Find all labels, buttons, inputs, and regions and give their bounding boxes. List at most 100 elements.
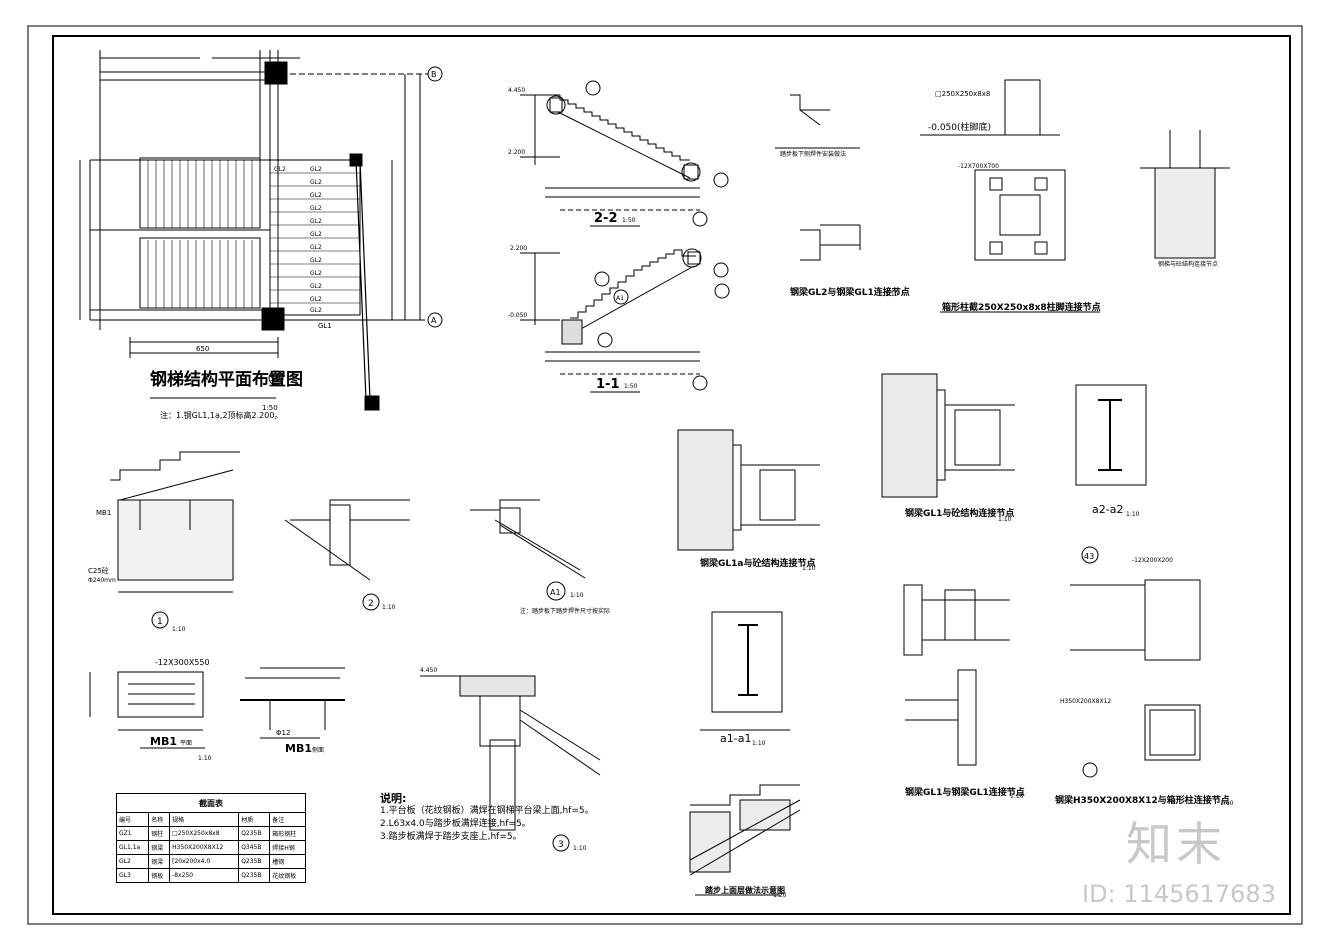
a1-title: a1-a1 bbox=[720, 732, 751, 745]
column-base-col: □250X250x8x8 bbox=[935, 90, 990, 98]
plan-bottom-dim: 650 bbox=[196, 345, 209, 353]
table-cell: 钢梁 bbox=[148, 840, 171, 855]
detail-2-scale: 1:10 bbox=[382, 604, 396, 611]
plan-beam-label: GL2 bbox=[310, 231, 322, 238]
plan-beam-label: GL2 bbox=[310, 205, 322, 212]
gl1-concrete-title: 钢梁GL1与砼结构连接节点 bbox=[905, 507, 1014, 519]
gl2-gl1-scale: 1:10 bbox=[885, 291, 899, 298]
table-cell: GL1,1a bbox=[115, 840, 150, 855]
outer-frame bbox=[27, 25, 1303, 925]
gl1-concrete-scale: 1:10 bbox=[998, 516, 1012, 523]
stair-surface-detail bbox=[689, 784, 801, 896]
plan-detail-ref: 50 bbox=[270, 374, 280, 383]
table-cell: GL2 bbox=[115, 854, 150, 869]
table-cell: GL3 bbox=[115, 868, 150, 883]
column-base-detail bbox=[920, 79, 1100, 313]
table-header: 名称 bbox=[148, 812, 171, 827]
table-header: 材质 bbox=[238, 812, 271, 827]
gl1-gl1-scale: 1:10 bbox=[1010, 793, 1024, 800]
h350-plate: -12X200X200 bbox=[1132, 557, 1173, 564]
table-row: GL2 钢梁 [20x200x4.0 Q235B 槽钢 bbox=[115, 854, 306, 869]
h350-label: H350X200X8X12 bbox=[1060, 698, 1111, 705]
detail-a1-scale: 1:10 bbox=[570, 592, 584, 599]
gl1a-scale: 1:10 bbox=[802, 565, 816, 572]
table-cell: GZ1 bbox=[115, 826, 150, 841]
column-base-elev: -0.050(柱脚底) bbox=[928, 121, 991, 133]
plan-gl1-label: GL1 bbox=[318, 322, 332, 330]
detail-1 bbox=[110, 451, 240, 629]
detail-2-num: 2 bbox=[368, 599, 374, 609]
plan-note: 注：1.钢GL1,1a,2顶标高2.200。 bbox=[160, 410, 282, 420]
table-row: GL1,1a 钢梁 H350X200X8X12 Q345B 焊接H钢 bbox=[115, 840, 306, 855]
mb1-side-bar: Φ12 bbox=[276, 729, 290, 737]
watermark-logo: 知末 bbox=[1126, 817, 1226, 871]
section-2-2-elev-top: 4.450 bbox=[508, 87, 525, 94]
plan-beam-label: GL2 bbox=[274, 166, 286, 173]
gl1-concrete-detail bbox=[881, 373, 1015, 498]
section-1-1-elev-top: 2.200 bbox=[510, 245, 527, 252]
detail-1-label: Φ240mm bbox=[88, 577, 116, 584]
gl2-gl1-title: 钢梁GL2与钢梁GL1连接节点 bbox=[790, 286, 910, 298]
column-base-plate: -12X700X700 bbox=[958, 163, 999, 170]
plan-beam-label: GL2 bbox=[310, 270, 322, 277]
table-cell: -8x250 bbox=[169, 868, 240, 883]
table-cell: H350X200X8X12 bbox=[169, 840, 240, 855]
section-table: 截面表 编号 名称 规格 材质 备注 GZ1 钢柱 □250X250x8x8 Q… bbox=[115, 793, 306, 883]
section-2-2-scale: 1:50 bbox=[622, 217, 636, 224]
detail-1-label: MB1 bbox=[96, 509, 111, 517]
table-cell: Q235B bbox=[238, 854, 271, 869]
stair-surface-scale: 1:20 bbox=[773, 892, 787, 899]
table-cell: 花纹钢板 bbox=[269, 868, 306, 883]
plan-axis-b: B bbox=[431, 70, 437, 79]
notes-block: 说明: 1.平台板（花纹钢板）满焊在钢梯平台梁上面,hf=5。 2.L63x4.… bbox=[380, 792, 594, 844]
detail-1-num: 1 bbox=[157, 617, 163, 627]
table-cell: 钢梁 bbox=[148, 854, 171, 869]
table-cell: □250X250x8x8 bbox=[169, 826, 240, 841]
section-1-1-scale: 1:50 bbox=[624, 383, 638, 390]
plan-beam-label: GL2 bbox=[310, 296, 322, 303]
table-header: 编号 bbox=[115, 812, 150, 827]
plan-beam-label: GL2 bbox=[310, 218, 322, 225]
mb1-plate: -12X300X550 bbox=[155, 658, 210, 667]
table-cell: 箱形钢柱 bbox=[269, 826, 306, 841]
h350-scale: 1:10 bbox=[1220, 800, 1234, 807]
h350-detail bbox=[1070, 546, 1201, 778]
table-row: GZ1 钢柱 □250X250x8x8 Q235B 箱形钢柱 bbox=[115, 826, 306, 841]
right-concrete-detail bbox=[1140, 130, 1230, 259]
a2-title: a2-a2 bbox=[1092, 503, 1123, 516]
table-cell: 钢板 bbox=[148, 868, 171, 883]
mb1-side bbox=[240, 667, 345, 739]
table-cell: Q345B bbox=[238, 840, 271, 855]
detail-3-num: 3 bbox=[558, 840, 564, 850]
section-1-1-title: 1-1 bbox=[596, 377, 620, 392]
table-row: 编号 名称 规格 材质 备注 bbox=[115, 812, 306, 827]
notes-line: 1.平台板（花纹钢板）满焊在钢梯平台梁上面,hf=5。 bbox=[380, 806, 594, 816]
stair-weld-detail bbox=[775, 94, 861, 261]
stair-weld-title: 踏步板下侧焊件安装做法 bbox=[780, 150, 846, 158]
mb1-scale: 1:10 bbox=[198, 755, 212, 762]
a2-detail bbox=[1075, 384, 1147, 486]
a1-scale: 1:10 bbox=[752, 740, 766, 747]
detail-a1-num: A1 bbox=[550, 588, 561, 597]
plan-beam-label: GL2 bbox=[310, 179, 322, 186]
stair-surface-title: 踏步上面层做法示意图 bbox=[705, 885, 785, 895]
gl1a-title: 钢梁GL1a与砼结构连接节点 bbox=[700, 557, 815, 569]
section-table-title: 截面表 bbox=[116, 793, 306, 813]
detail-a1-note: 注：踏步板下踏步焊件尺寸按实际 bbox=[520, 607, 610, 615]
plan-axis-a: A bbox=[431, 316, 437, 325]
gl1a-detail bbox=[677, 429, 820, 551]
mb1-title: MB1 bbox=[150, 735, 177, 748]
plan-beam-label: GL2 bbox=[310, 244, 322, 251]
column-base-title: 箱形柱截250X250x8x8柱脚连接节点 bbox=[942, 301, 1101, 313]
detail-1-scale: 1:10 bbox=[172, 626, 186, 633]
table-cell: 槽钢 bbox=[269, 854, 306, 869]
gl1-gl1-detail bbox=[903, 584, 1010, 766]
mb1-side-sub: 侧面 bbox=[312, 746, 324, 754]
table-cell: 焊接H钢 bbox=[269, 840, 306, 855]
right-concrete-title: 钢梯与砼结构连接节点 bbox=[1158, 260, 1218, 268]
a2-scale: 1:10 bbox=[1126, 511, 1140, 518]
detail-3-elev: 4.450 bbox=[420, 667, 437, 674]
gl1-gl1-title: 钢梁GL1与钢梁GL1连接节点 bbox=[905, 786, 1025, 798]
watermark-id: ID: 1145617683 bbox=[1082, 880, 1276, 908]
detail-3 bbox=[420, 675, 601, 852]
